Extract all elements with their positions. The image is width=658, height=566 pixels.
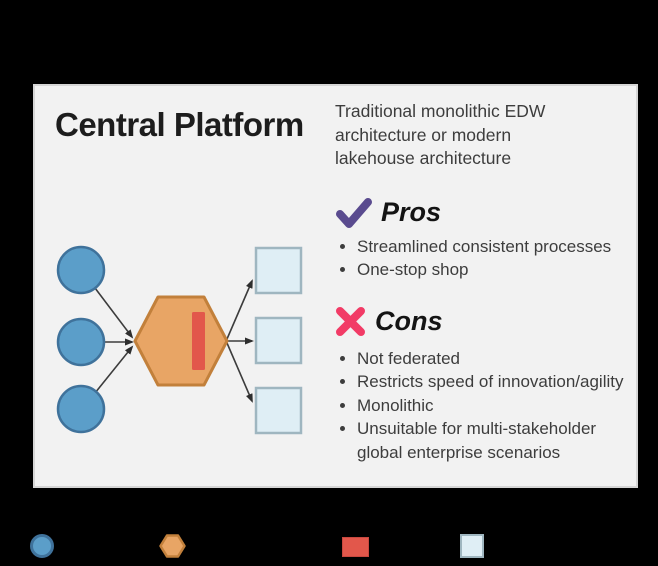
legend-red-square-icon (342, 537, 369, 557)
list-item: Streamlined consistent processes (357, 235, 635, 258)
source-nodes (56, 245, 106, 434)
cons-list: Not federatedRestricts speed of innovati… (335, 347, 635, 464)
consumer-square (254, 246, 303, 295)
pros-list: Streamlined consistent processesOne-stop… (335, 235, 635, 282)
pros-heading-row: Pros (335, 197, 635, 229)
source-circle (56, 245, 106, 295)
flow-arrows (94, 279, 254, 403)
flow-arrow (94, 287, 134, 339)
page-title: Central Platform (55, 106, 304, 143)
pros-heading: Pros (381, 197, 442, 228)
cons-heading-row: Cons (335, 306, 635, 338)
platform-architecture-diagram (56, 245, 303, 435)
flow-arrow (226, 342, 253, 403)
source-circle (56, 317, 106, 367)
bottleneck-bar (192, 312, 205, 370)
legend-hexagon-icon (159, 534, 186, 558)
checkmark-icon (336, 197, 372, 228)
source-circle (56, 384, 106, 434)
list-item: One-stop shop (357, 258, 635, 281)
consumer-square (254, 316, 303, 365)
list-item: Monolithic (357, 394, 635, 417)
consumer-square (254, 386, 303, 435)
list-item: Not federated (357, 347, 635, 370)
x-icon (336, 307, 365, 337)
cons-heading: Cons (375, 306, 443, 337)
legend-circle-icon (30, 534, 54, 558)
flow-arrow (226, 279, 253, 340)
legend-light-square-icon (460, 534, 484, 558)
central-platform-hexagon (133, 295, 229, 387)
architecture-description: Traditional monolithic EDW architecture … (335, 101, 546, 169)
consumer-nodes (254, 246, 303, 435)
flow-arrow (94, 345, 134, 394)
details-column: Traditional monolithic EDW architecture … (335, 100, 635, 464)
central-platform-card: Central Platform (33, 84, 638, 488)
list-item: Unsuitable for multi-stakeholder global … (357, 417, 635, 464)
list-item: Restricts speed of innovation/agility (357, 370, 635, 393)
